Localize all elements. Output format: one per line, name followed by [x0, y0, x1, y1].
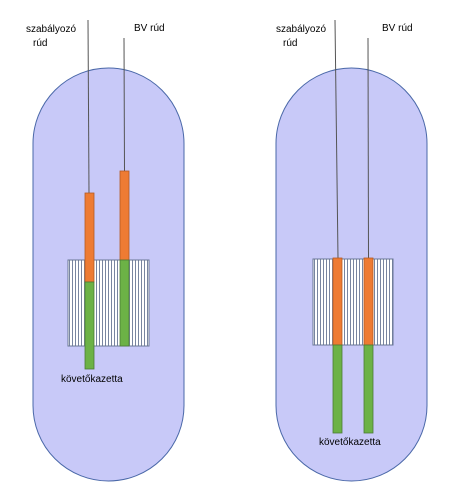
left-bv-rod-drive-line: [123, 37, 125, 172]
left-control-rod-absorber: [84, 192, 95, 283]
left-panel: szabályozó rúd BV rúd követőkazetta: [26, 19, 185, 482]
left-bv-rod-absorber: [119, 170, 130, 261]
left-control-rod-follower: [84, 281, 95, 370]
right-panel: szabályozó rúd BV rúd követőkazetta: [275, 19, 428, 482]
left-core-assembly: [67, 259, 150, 347]
right-control-rod-absorber: [332, 257, 343, 346]
right-control-rod-drive-line: [334, 19, 339, 259]
left-control-rod-drive-line: [87, 19, 90, 194]
right-bv-rod-absorber: [363, 257, 374, 346]
left-control-rod-label-line2: rúd: [33, 38, 47, 49]
left-bv-rod-follower: [119, 259, 130, 347]
right-bv-rod-label: BV rúd: [382, 23, 413, 34]
left-control-rod-label-line1: szabályozó: [26, 24, 76, 35]
right-control-rod-label-line1: szabályozó: [276, 24, 326, 35]
right-bv-rod-follower: [363, 344, 374, 434]
right-core-stripes: [314, 259, 393, 345]
left-follower-label: követőkazetta: [61, 374, 123, 385]
left-bv-rod-label: BV rúd: [134, 23, 165, 34]
right-follower-label: követőkazetta: [319, 437, 381, 448]
left-core-stripes: [69, 260, 148, 346]
right-control-rod-follower: [332, 344, 343, 434]
right-core-assembly: [312, 258, 394, 346]
right-control-rod-label-line2: rúd: [283, 38, 297, 49]
right-bv-rod-drive-line: [367, 37, 369, 259]
